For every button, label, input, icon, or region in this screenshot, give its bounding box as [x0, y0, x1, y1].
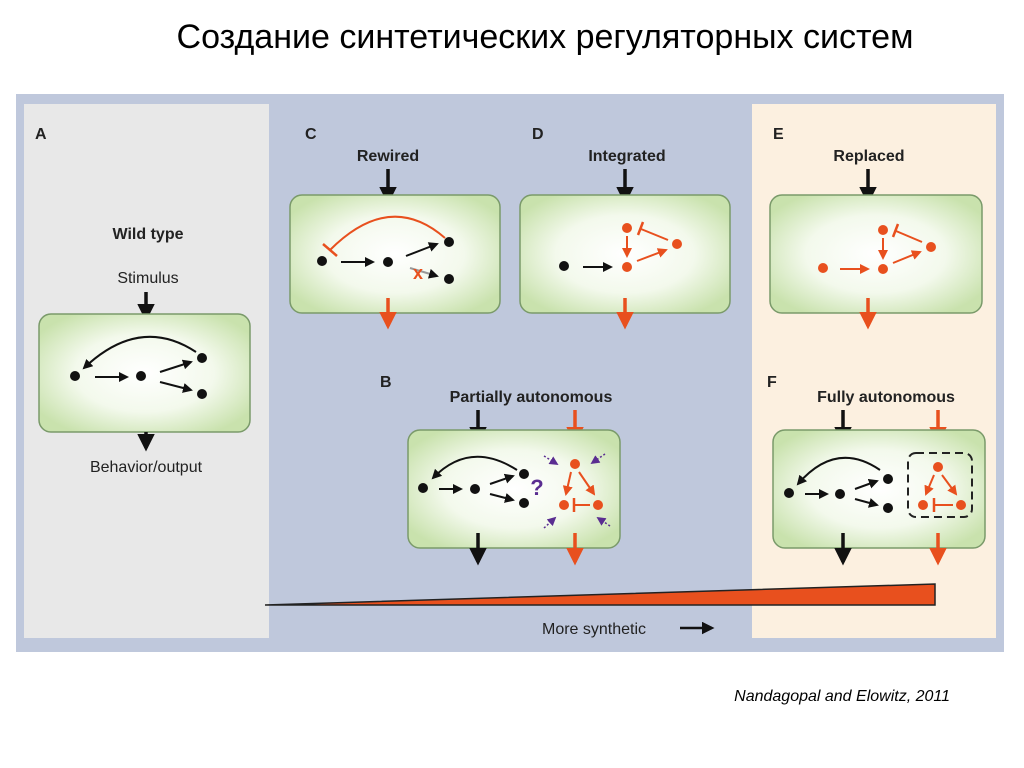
repression-bar — [891, 223, 900, 238]
synthetic-panel-bg — [752, 104, 996, 638]
cell-f — [772, 429, 986, 549]
node — [835, 489, 845, 499]
panel-a-heading: Wild type — [113, 226, 184, 243]
node — [317, 256, 327, 266]
synthetic-edge — [636, 248, 668, 262]
panel-d: Integrated — [519, 148, 731, 330]
node — [444, 274, 454, 284]
synthetic-node — [622, 262, 632, 272]
repression-arc — [329, 215, 446, 251]
node — [519, 498, 529, 508]
edge-arrow — [489, 473, 515, 485]
external-cue-arrow — [543, 516, 557, 529]
cell-e — [769, 194, 983, 314]
synthetic-edge — [562, 471, 573, 496]
repression-bar — [636, 221, 645, 236]
external-cue-arrow — [596, 517, 611, 527]
synthetic-node — [593, 500, 603, 510]
synthetic-gradient-wedge — [264, 583, 936, 606]
synthetic-node — [878, 225, 888, 235]
node — [136, 371, 146, 381]
synthetic-node — [559, 500, 569, 510]
edge-arrow — [159, 381, 193, 393]
synthetic-node — [570, 459, 580, 469]
edge-arrow — [159, 359, 193, 373]
edge-arrow — [405, 242, 439, 257]
node — [418, 483, 428, 493]
synthetic-node — [878, 264, 888, 274]
panel-b-heading: Partially autonomous — [450, 389, 613, 406]
synthetic-node — [672, 239, 682, 249]
synthetic-node — [926, 242, 936, 252]
synthetic-node — [622, 223, 632, 233]
panel-a-letter: A — [35, 126, 47, 143]
node — [383, 257, 393, 267]
feedback-arrow — [796, 456, 881, 486]
cell-d — [519, 194, 731, 314]
stimulus-label: Stimulus — [117, 270, 178, 287]
behavior-output-label: Behavior/output — [90, 459, 203, 476]
panel-d-letter: D — [532, 126, 544, 143]
node — [519, 469, 529, 479]
repression-bar — [322, 243, 338, 257]
unknown-crosstalk-mark: ? — [530, 475, 543, 500]
synthetic-repression — [895, 230, 923, 243]
cell-c — [289, 194, 501, 314]
edge-arrow — [489, 493, 515, 503]
panel-a: Wild type Stimulus Behavior/output — [38, 226, 251, 476]
panel-e-letter: E — [773, 126, 784, 143]
external-cue-arrow — [543, 455, 559, 465]
panel-e: Replaced — [769, 148, 983, 330]
panel-e-heading: Replaced — [833, 148, 904, 165]
synthetic-edge — [924, 474, 935, 496]
edge-arrow — [854, 479, 879, 490]
panel-c-letter: C — [305, 126, 317, 143]
synthetic-edge — [578, 471, 596, 496]
synthetic-repression — [640, 228, 669, 241]
panel-b: Partially autonomous ? — [407, 389, 621, 566]
synthetic-node — [956, 500, 966, 510]
insulation-boundary — [907, 452, 973, 518]
synthetic-node — [818, 263, 828, 273]
panel-b-letter: B — [380, 374, 392, 391]
panel-f-letter: F — [767, 374, 777, 391]
node — [470, 484, 480, 494]
panel-c: Rewired x — [289, 148, 501, 330]
broken-edge-mark: x — [413, 263, 423, 283]
citation: Nandagopal and Elowitz, 2011 — [734, 688, 950, 705]
node — [197, 353, 207, 363]
node — [70, 371, 80, 381]
node — [444, 237, 454, 247]
external-cue-arrow — [590, 453, 606, 465]
panel-d-heading: Integrated — [588, 148, 665, 165]
node — [883, 503, 893, 513]
more-synthetic-label: More synthetic — [542, 621, 646, 638]
synthetic-edge — [941, 474, 958, 496]
feedback-arrow — [431, 455, 518, 480]
synthetic-edge — [892, 250, 922, 264]
broken-edge — [409, 267, 439, 279]
edge-arrow — [854, 498, 879, 508]
synthetic-node — [933, 462, 943, 472]
node — [784, 488, 794, 498]
node — [559, 261, 569, 271]
node — [197, 389, 207, 399]
feedback-arrow — [82, 335, 197, 370]
panel-f: Fully autonomous — [772, 389, 986, 566]
node — [883, 474, 893, 484]
panel-c-heading: Rewired — [357, 148, 419, 165]
slide-title: Создание синтетических регуляторных сист… — [176, 18, 914, 56]
panel-f-heading: Fully autonomous — [817, 389, 955, 406]
synthetic-node — [918, 500, 928, 510]
